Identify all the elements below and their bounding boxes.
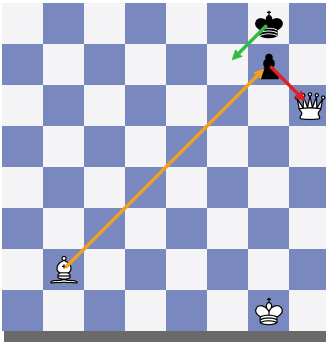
- square-e2[interactable]: [166, 249, 207, 290]
- square-c3[interactable]: [84, 208, 125, 249]
- square-g4[interactable]: [248, 167, 289, 208]
- white-bishop-icon[interactable]: [43, 249, 84, 290]
- square-a4[interactable]: [2, 167, 43, 208]
- square-e3[interactable]: [166, 208, 207, 249]
- square-g2[interactable]: [248, 249, 289, 290]
- square-d3[interactable]: [125, 208, 166, 249]
- square-c7[interactable]: [84, 44, 125, 85]
- white-queen-icon[interactable]: [289, 85, 326, 126]
- square-d4[interactable]: [125, 167, 166, 208]
- square-e1[interactable]: [166, 290, 207, 331]
- square-d6[interactable]: [125, 85, 166, 126]
- square-c4[interactable]: [84, 167, 125, 208]
- square-f4[interactable]: [207, 167, 248, 208]
- square-b6[interactable]: [43, 85, 84, 126]
- square-g6[interactable]: [248, 85, 289, 126]
- square-f6[interactable]: [207, 85, 248, 126]
- white-king-icon[interactable]: [248, 290, 289, 331]
- square-b1[interactable]: [43, 290, 84, 331]
- square-d8[interactable]: [125, 3, 166, 44]
- square-e5[interactable]: [166, 126, 207, 167]
- square-a7[interactable]: [2, 44, 43, 85]
- square-h1[interactable]: [289, 290, 326, 331]
- square-c1[interactable]: [84, 290, 125, 331]
- square-h8[interactable]: [289, 3, 326, 44]
- square-d5[interactable]: [125, 126, 166, 167]
- square-b4[interactable]: [43, 167, 84, 208]
- square-c2[interactable]: [84, 249, 125, 290]
- square-f3[interactable]: [207, 208, 248, 249]
- chess-board[interactable]: [6, 6, 326, 342]
- square-c5[interactable]: [84, 126, 125, 167]
- square-e4[interactable]: [166, 167, 207, 208]
- square-h7[interactable]: [289, 44, 326, 85]
- square-a2[interactable]: [2, 249, 43, 290]
- square-b3[interactable]: [43, 208, 84, 249]
- square-f5[interactable]: [207, 126, 248, 167]
- square-g3[interactable]: [248, 208, 289, 249]
- square-a1[interactable]: [2, 290, 43, 331]
- black-pawn-icon[interactable]: [248, 44, 289, 85]
- square-g5[interactable]: [248, 126, 289, 167]
- square-f2[interactable]: [207, 249, 248, 290]
- square-d7[interactable]: [125, 44, 166, 85]
- square-h4[interactable]: [289, 167, 326, 208]
- black-king-icon[interactable]: [248, 3, 289, 44]
- square-f8[interactable]: [207, 3, 248, 44]
- square-b5[interactable]: [43, 126, 84, 167]
- square-h5[interactable]: [289, 126, 326, 167]
- square-c6[interactable]: [84, 85, 125, 126]
- square-b8[interactable]: [43, 3, 84, 44]
- square-e6[interactable]: [166, 85, 207, 126]
- square-h2[interactable]: [289, 249, 326, 290]
- square-f1[interactable]: [207, 290, 248, 331]
- square-a6[interactable]: [2, 85, 43, 126]
- square-e8[interactable]: [166, 3, 207, 44]
- square-a8[interactable]: [2, 3, 43, 44]
- square-a5[interactable]: [2, 126, 43, 167]
- square-d2[interactable]: [125, 249, 166, 290]
- square-a3[interactable]: [2, 208, 43, 249]
- square-c8[interactable]: [84, 3, 125, 44]
- square-b7[interactable]: [43, 44, 84, 85]
- square-f7[interactable]: [207, 44, 248, 85]
- square-h3[interactable]: [289, 208, 326, 249]
- square-d1[interactable]: [125, 290, 166, 331]
- square-e7[interactable]: [166, 44, 207, 85]
